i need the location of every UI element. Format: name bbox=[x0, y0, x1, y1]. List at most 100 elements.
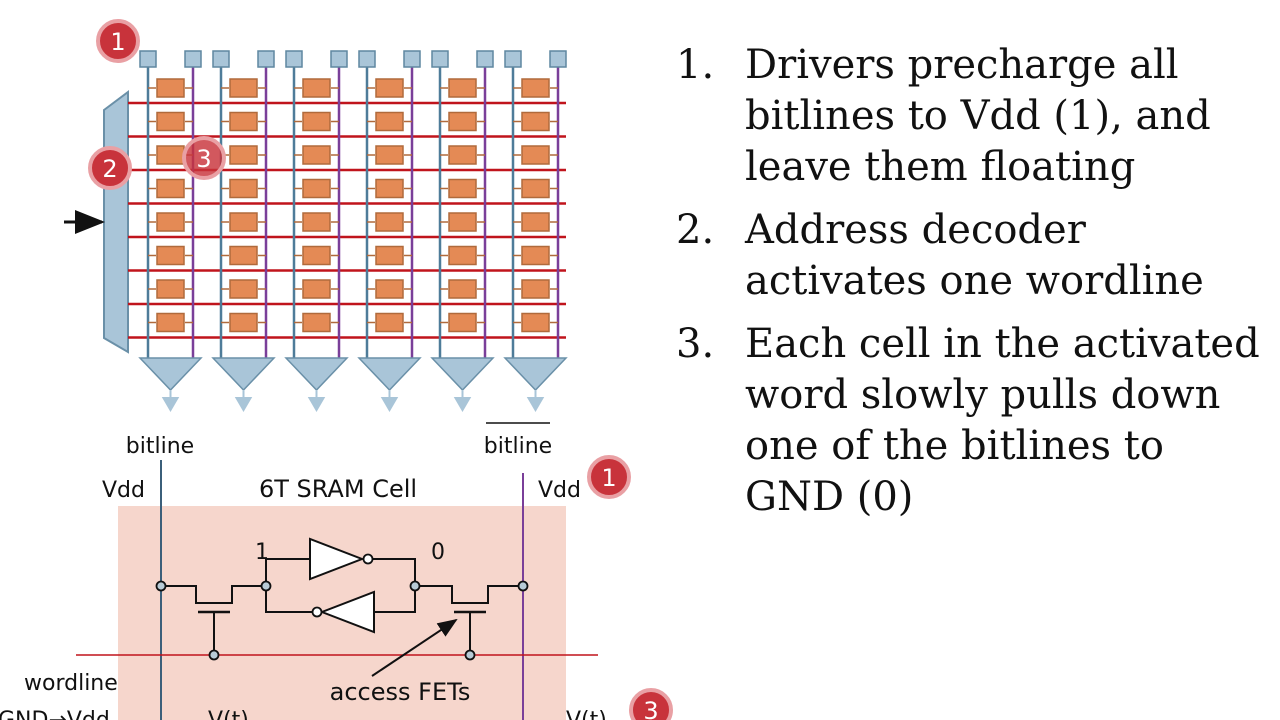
node-right-label: 0 bbox=[431, 540, 445, 565]
bitline-driver bbox=[549, 50, 567, 68]
memory-cell bbox=[521, 111, 550, 132]
memory-cell bbox=[521, 312, 550, 333]
sense-amp-output-arrow bbox=[234, 390, 253, 412]
access-fets-arrow bbox=[371, 618, 458, 677]
memory-cell bbox=[302, 111, 331, 132]
memory-cell bbox=[302, 145, 331, 165]
memory-cell bbox=[375, 78, 404, 98]
memory-cell bbox=[156, 212, 185, 232]
memory-cell bbox=[302, 178, 331, 199]
memory-cell bbox=[521, 279, 550, 299]
sense-amp-output-arrow bbox=[526, 390, 545, 412]
step-number: 1. bbox=[676, 42, 715, 88]
bitline-driver bbox=[139, 50, 157, 68]
bitline-driver bbox=[212, 50, 230, 68]
bitline-driver bbox=[257, 50, 275, 68]
memory-cell bbox=[448, 78, 477, 98]
memory-cells bbox=[148, 78, 558, 333]
svg-text:3: 3 bbox=[643, 697, 658, 720]
memory-cell bbox=[448, 212, 477, 232]
wordlines bbox=[128, 101, 566, 339]
bitline-driver bbox=[184, 50, 202, 68]
access-fet-left bbox=[161, 585, 266, 604]
memory-cell bbox=[448, 245, 477, 266]
sram-cell-schematic: bitline bitline Vdd 6T SRAM Cell Vdd 1 w… bbox=[0, 422, 673, 720]
bitline-driver bbox=[476, 50, 494, 68]
step-text: Each cell in the activated word slowly p… bbox=[745, 321, 1260, 520]
step-number: 2. bbox=[676, 207, 715, 253]
memory-cell bbox=[521, 78, 550, 98]
bitline-drivers bbox=[139, 50, 567, 68]
badge-1-top: 1 bbox=[96, 19, 140, 63]
memory-cell bbox=[448, 111, 477, 132]
memory-cell bbox=[521, 145, 550, 165]
svg-text:2: 2 bbox=[102, 155, 117, 183]
sense-amplifiers bbox=[138, 357, 568, 412]
svg-text:3: 3 bbox=[196, 145, 211, 173]
memory-cell bbox=[448, 145, 477, 165]
memory-cell bbox=[375, 145, 404, 165]
memory-cell bbox=[229, 145, 258, 165]
sense-amp-output-arrow bbox=[453, 390, 472, 412]
inverter-bottom bbox=[319, 590, 375, 634]
sense-amp bbox=[357, 357, 422, 392]
badge-2-decoder: 2 bbox=[88, 146, 132, 190]
badge-3-cell: 3 bbox=[629, 688, 673, 720]
memory-cell bbox=[521, 245, 550, 266]
access-fet-right bbox=[415, 585, 523, 604]
wordline-label: wordline bbox=[24, 671, 118, 696]
memory-cell bbox=[302, 212, 331, 232]
bitline-driver bbox=[504, 50, 522, 68]
memory-cell bbox=[375, 245, 404, 266]
sense-amp bbox=[211, 357, 276, 392]
memory-cell bbox=[302, 245, 331, 266]
bitline-driver bbox=[403, 50, 421, 68]
v-t-left-label: V(t) bbox=[208, 708, 249, 720]
sense-amp bbox=[503, 357, 568, 392]
memory-cell bbox=[302, 78, 331, 98]
inverter-top bbox=[309, 537, 365, 581]
access-fets-label: access FETs bbox=[330, 678, 471, 706]
address-decoder bbox=[103, 90, 129, 354]
memory-cell bbox=[229, 78, 258, 98]
junction-dots bbox=[155, 580, 529, 661]
memory-cell bbox=[229, 178, 258, 199]
memory-cell bbox=[375, 312, 404, 333]
bitline-driver bbox=[358, 50, 376, 68]
memory-cell bbox=[375, 212, 404, 232]
memory-cell bbox=[375, 279, 404, 299]
memory-cell bbox=[448, 279, 477, 299]
bitline-driver bbox=[285, 50, 303, 68]
badge-1-cell: 1 bbox=[587, 455, 631, 499]
memory-cell bbox=[375, 178, 404, 199]
svg-text:1: 1 bbox=[601, 464, 616, 492]
gnd-vdd-label: GND→Vdd bbox=[0, 708, 110, 720]
v-t-right-label: V(t) bbox=[566, 708, 607, 720]
sense-amp-output-arrow bbox=[380, 390, 399, 412]
memory-cell bbox=[156, 178, 185, 199]
svg-text:1: 1 bbox=[110, 28, 125, 56]
badge-3-array: 3 bbox=[182, 136, 226, 180]
memory-cell bbox=[156, 312, 185, 333]
memory-cell bbox=[156, 78, 185, 98]
step-text: Drivers precharge all bitlines to Vdd (1… bbox=[745, 42, 1211, 190]
memory-cell bbox=[229, 279, 258, 299]
bitline-driver bbox=[431, 50, 449, 68]
sense-amp bbox=[284, 357, 349, 392]
step-item: 2. Address decoder activates one wordlin… bbox=[672, 205, 1272, 307]
memory-cell bbox=[521, 212, 550, 232]
step-item: 1. Drivers precharge all bitlines to Vdd… bbox=[672, 40, 1272, 193]
memory-cell bbox=[448, 312, 477, 333]
bitline-bar-label: bitline bbox=[484, 434, 552, 459]
bitlines bbox=[146, 62, 560, 362]
memory-cell bbox=[302, 279, 331, 299]
step-text: Address decoder activates one wordline bbox=[745, 207, 1204, 304]
memory-cell bbox=[229, 111, 258, 132]
memory-cell bbox=[448, 178, 477, 199]
memory-cell bbox=[229, 312, 258, 333]
memory-cell bbox=[375, 111, 404, 132]
memory-cell bbox=[521, 178, 550, 199]
sense-amp-output-arrow bbox=[161, 390, 180, 412]
memory-cell bbox=[156, 279, 185, 299]
